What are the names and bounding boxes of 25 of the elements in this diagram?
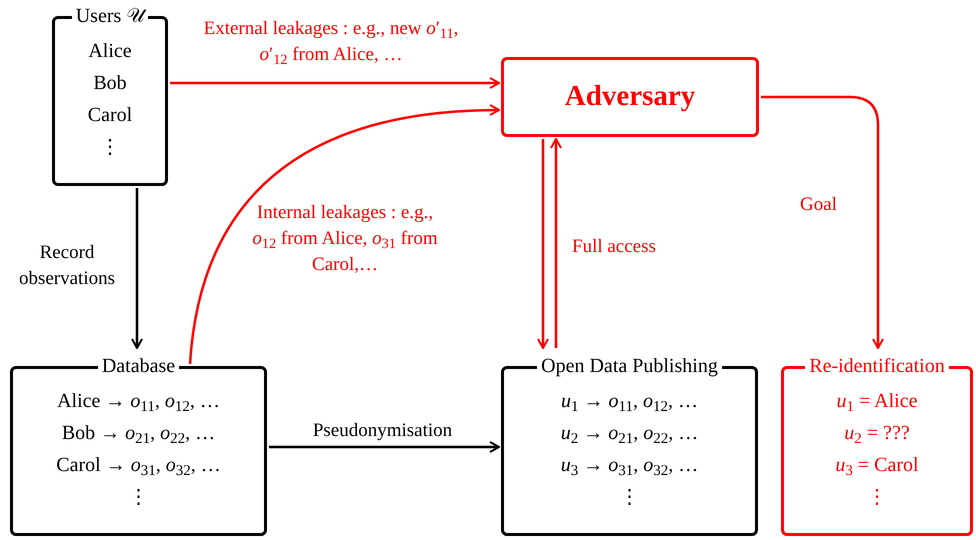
arrow	[269, 441, 500, 453]
record-row-text: Carol	[88, 103, 132, 128]
arrow	[550, 138, 562, 348]
record-row-text: u$_{1}$ → o$_{11}$, o$_{12}$, …	[561, 389, 698, 417]
record-row-text: ⋮	[620, 485, 640, 510]
record-row-text: u$_{2}$ → o$_{21}$, o$_{22}$, …	[560, 421, 698, 449]
arrow	[170, 77, 500, 89]
record-row-text: u$_{2}$ = ???	[844, 421, 910, 449]
record-row-text: Carol → o$_{31}$, o$_{32}$, …	[56, 453, 221, 481]
record-row-text: u$_{3}$ = Carol	[835, 453, 919, 481]
record-row-text: Alice → o$_{11}$, o$_{12}$, …	[57, 389, 220, 417]
record-row-text: u$_{3}$ → o$_{31}$, o$_{32}$, …	[560, 453, 698, 481]
arrow	[188, 104, 500, 364]
record-row-text: ⋮	[128, 485, 148, 510]
record-row-text: Bob → o$_{21}$, o$_{22}$, …	[62, 421, 216, 449]
arrow	[537, 139, 549, 349]
record-row-text: u$_{1}$ = Alice	[836, 389, 918, 417]
record-row-text: Bob	[93, 71, 127, 96]
record-row-text: ⋮	[867, 485, 887, 510]
arrow	[131, 188, 143, 349]
arrow	[761, 96, 884, 349]
node-title: Adversary	[564, 79, 696, 114]
record-row-text: ⋮	[100, 135, 120, 160]
adversary-box	[501, 57, 759, 137]
record-row-text: Alice	[88, 39, 132, 64]
